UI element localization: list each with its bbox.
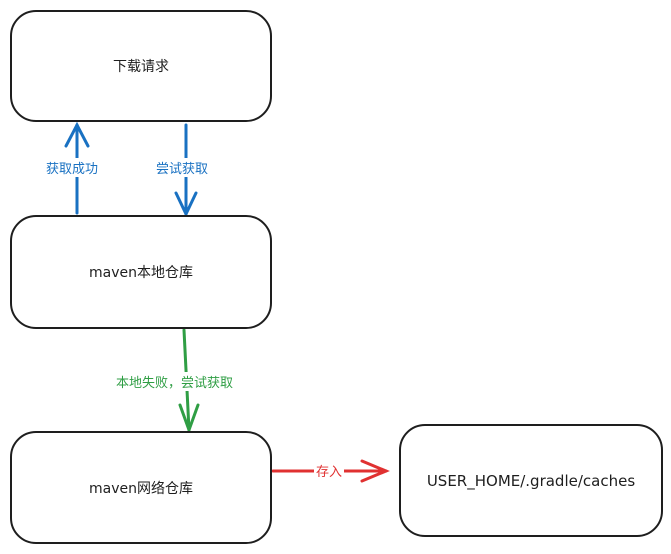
edge-label-store: 存入 (314, 461, 345, 480)
node-label: maven本地仓库 (89, 265, 193, 281)
edge-label-try-fetch: 尝试获取 (154, 158, 211, 177)
node-label: 下载请求 (113, 59, 169, 75)
node-maven-remote: maven网络仓库 (10, 431, 272, 544)
node-maven-local: maven本地仓库 (10, 215, 272, 329)
node-label: USER_HOME/.gradle/caches (426, 471, 636, 490)
edge-label-fetch-success: 获取成功 (44, 158, 101, 177)
edge-label-local-fail: 本地失败，尝试获取 (114, 372, 236, 391)
node-download-request: 下载请求 (10, 10, 272, 122)
node-label: maven网络仓库 (89, 480, 193, 497)
node-gradle-cache: USER_HOME/.gradle/caches (399, 424, 663, 537)
